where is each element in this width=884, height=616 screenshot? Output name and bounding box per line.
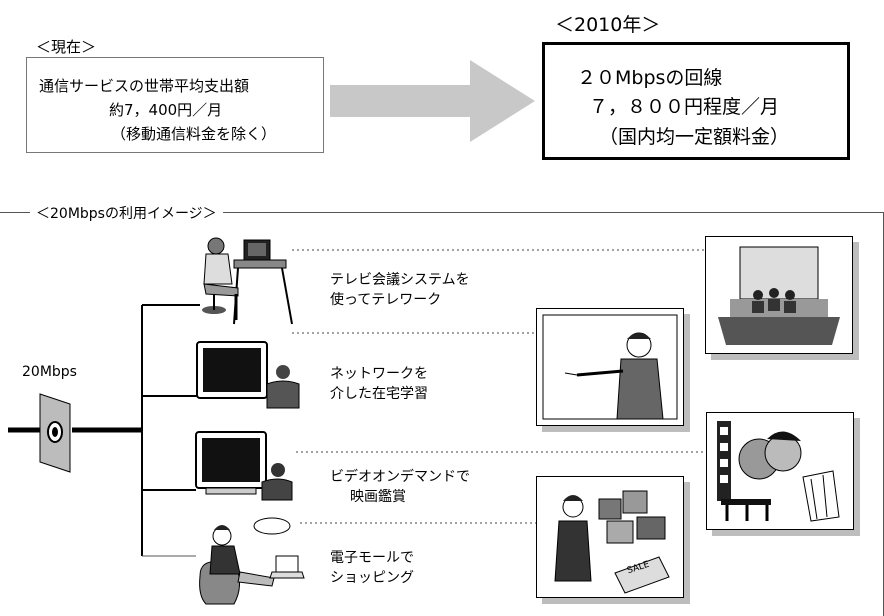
current-line-1: 通信サービスの世帯平均支出額	[39, 77, 250, 95]
vod-monitor-icon	[195, 431, 293, 501]
movie-photo	[706, 412, 854, 530]
lecture-photo	[536, 308, 684, 426]
usage-item-3-line-1: ビデオオンデマンドで	[330, 469, 470, 485]
future-line-3: （国内均一定額料金）	[599, 126, 790, 148]
lecturer-icon	[542, 314, 678, 420]
future-line-1: ２０Mbpsの回線	[577, 67, 723, 89]
shopping-person-icon	[199, 517, 305, 605]
wall-socket-icon	[39, 393, 71, 473]
current-spending-box: 通信サービスの世帯平均支出額 約7，400円／月 （移動通信料金を除く）	[26, 57, 324, 153]
shopping-photo: SALE	[536, 476, 684, 598]
usage-item-1-line-1: テレビ会議システムを	[330, 272, 470, 288]
usage-item-2-line-1: ネットワークを	[330, 366, 428, 382]
movie-icon	[717, 421, 840, 522]
study-monitor-icon	[196, 341, 300, 409]
transition-arrow	[330, 60, 535, 142]
future-line-2: ７，８００円程度／月	[589, 96, 780, 118]
current-line-2: 約7，400円／月	[109, 101, 223, 119]
usage-item-4-line-1: 電子モールで	[330, 550, 414, 566]
usage-item-4-line-2: ショッピング	[330, 570, 414, 586]
conference-room-icon	[718, 246, 840, 345]
telework-desk-icon	[202, 237, 293, 325]
future-title: ＜2010年＞	[555, 14, 661, 36]
current-title: ＜現在＞	[36, 38, 97, 56]
future-service-box: ２０Mbpsの回線 ７，８００円程度／月 （国内均一定額料金）	[542, 42, 850, 160]
usage-item-1-line-2: 使ってテレワーク	[330, 292, 442, 308]
usage-item-3-line-2: 映画鑑賞	[350, 489, 406, 505]
conference-photo	[705, 236, 853, 354]
current-line-3: （移動通信料金を除く）	[111, 125, 277, 143]
usage-title: ＜20Mbpsの利用イメージ＞	[30, 203, 223, 223]
connection-label: 20Mbps	[22, 364, 77, 380]
shopping-icon	[554, 490, 670, 594]
usage-item-2-line-2: 介した在宅学習	[330, 386, 428, 402]
